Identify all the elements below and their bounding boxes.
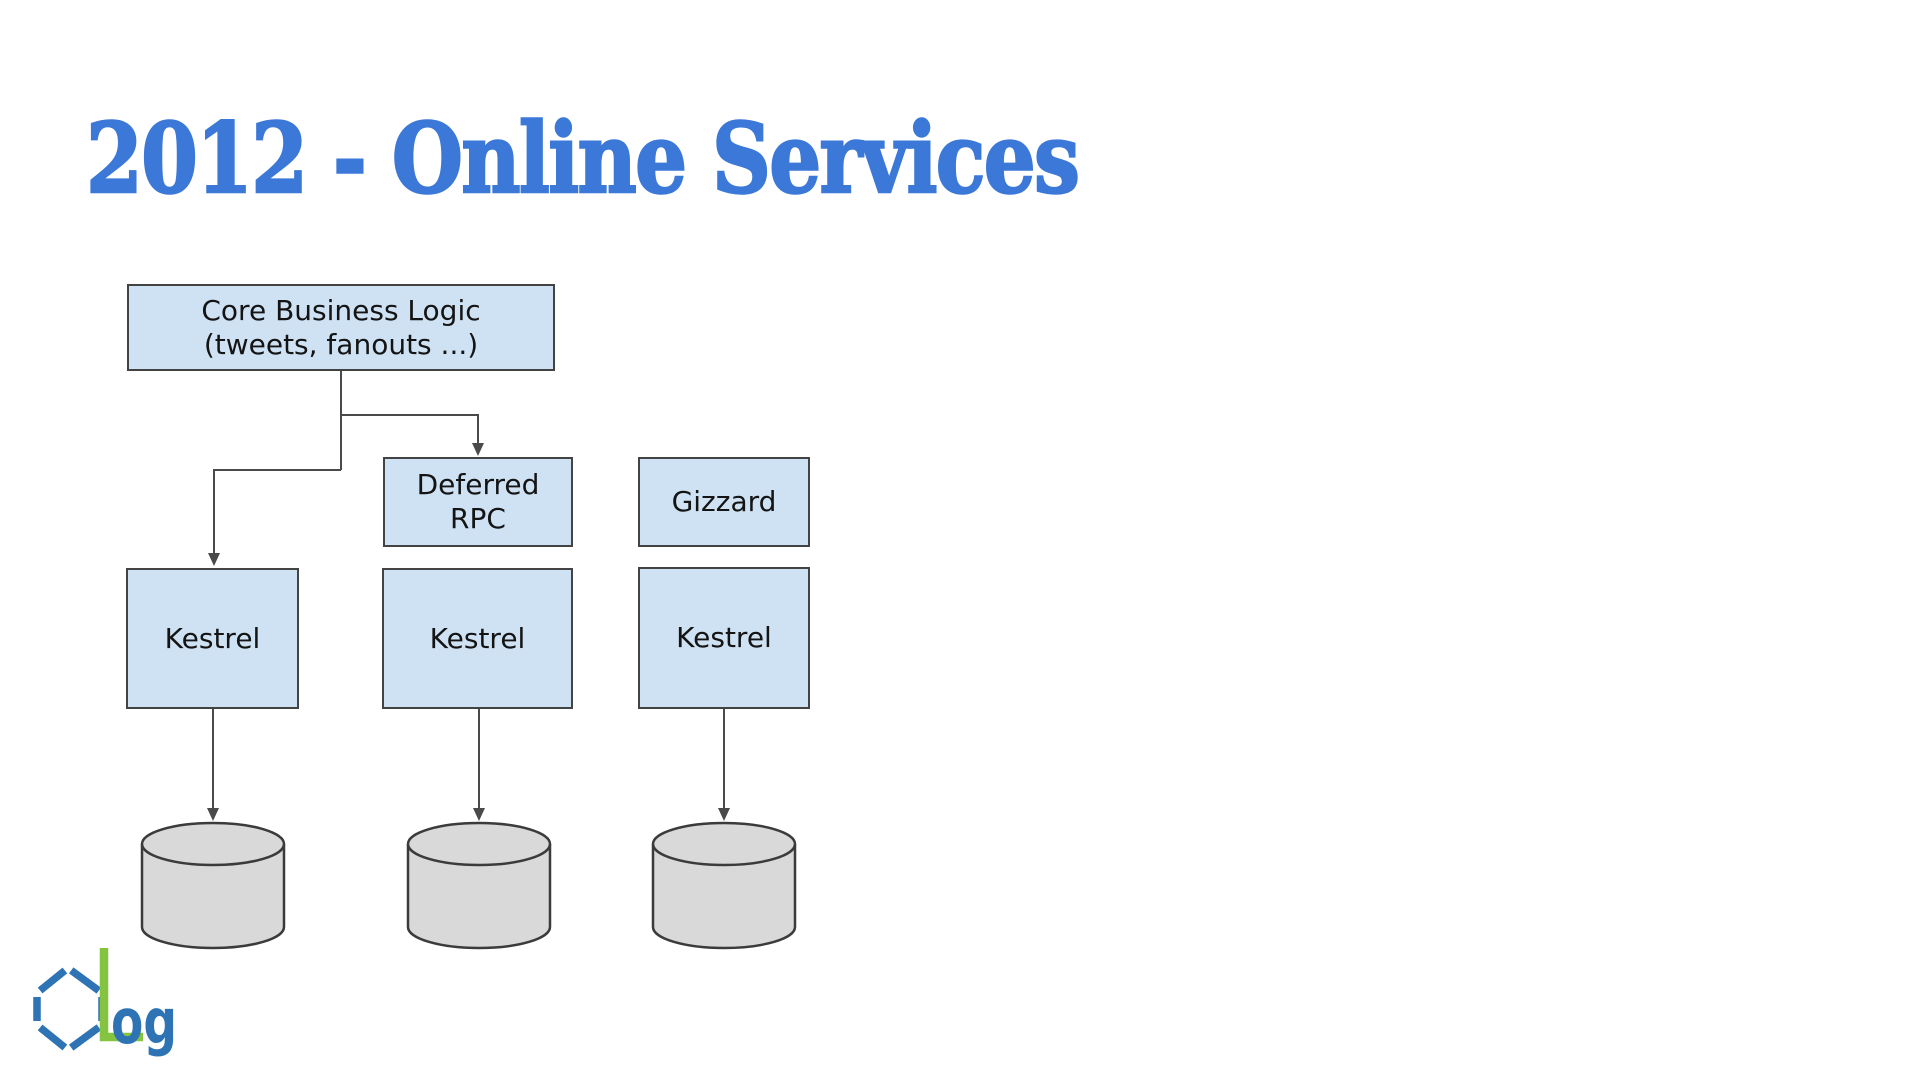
node-kestrel-middle: Kestrel [382,568,573,709]
slide-title: 2012 - Online Services [85,102,1081,215]
logo: og [33,948,177,1058]
node-label-line: (tweets, fanouts ...) [203,327,479,361]
arrowhead-into-deferred-rpc [472,443,484,456]
arrowhead-into-database-middle [473,808,485,821]
database-cylinder-icon [651,821,797,950]
database-cylinder-icon [140,821,286,950]
arrowhead-into-database-left [207,808,219,821]
node-label-line: RPC [450,502,506,535]
database-cylinder-icon [406,821,552,950]
arrowhead-into-database-right [718,808,730,821]
node-label: Kestrel [676,621,772,654]
logo-l-mark-icon [99,948,143,1042]
logo-hexagon-icon [33,967,106,1051]
node-kestrel-right: Kestrel [638,567,810,709]
node-label: Gizzard [671,485,777,518]
node-label-line: Deferred [416,468,540,501]
arrowhead-into-kestrel-left [208,553,220,566]
node-label-line: Core Business Logic [201,293,481,327]
logo-text: og [111,985,177,1058]
node-gizzard: Gizzard [638,457,810,547]
node-label: Kestrel [164,621,261,655]
node-deferred-rpc: Deferred RPC [383,457,573,547]
node-core-business-logic: Core Business Logic (tweets, fanouts ...… [127,284,555,371]
connector-lines [212,371,725,814]
node-kestrel-left: Kestrel [126,568,299,709]
node-label: Kestrel [429,621,526,655]
